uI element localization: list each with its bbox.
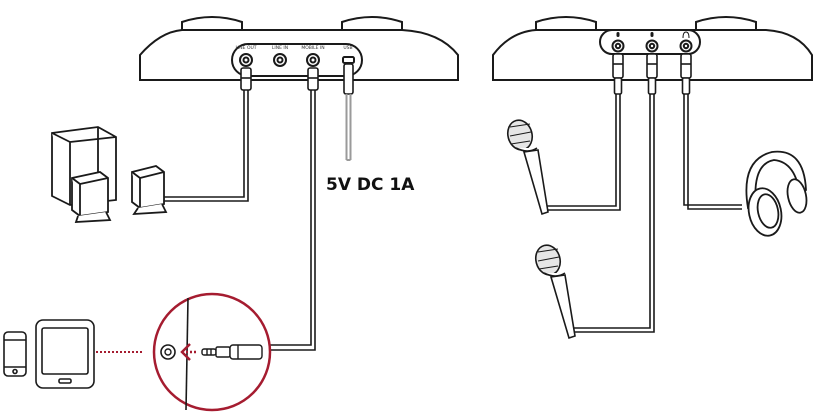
right-cables <box>546 94 742 333</box>
line-out-cable <box>160 90 245 198</box>
line-out-plug <box>240 67 252 91</box>
usb-plug <box>343 63 354 95</box>
left-device-plugs <box>240 63 354 95</box>
right-device-plugs <box>612 53 692 95</box>
right-knob-2 <box>695 16 757 31</box>
mic1-port-icon <box>616 32 620 37</box>
headphone-jack-zoom <box>152 292 272 412</box>
mic2-port-icon <box>650 32 654 37</box>
headphone-cable <box>683 94 742 206</box>
power-cable <box>345 94 352 161</box>
microphone-1-icon <box>506 119 549 216</box>
mic1-plug <box>612 53 624 79</box>
power-spec-label: 5V DC 1A <box>326 175 415 195</box>
usb-port <box>342 56 355 64</box>
mobile-in-cable <box>262 90 312 346</box>
port-label-line-in: LINE IN <box>272 45 288 51</box>
mobile-in-plug <box>307 67 319 91</box>
audio-plug-icon <box>201 344 263 360</box>
speaker-set-icon <box>51 126 168 223</box>
insert-arrow-icon <box>180 343 196 361</box>
mic1-cable <box>546 94 617 207</box>
headphone-port-icon <box>682 31 690 39</box>
mic2-plug <box>646 53 658 79</box>
port-label-usb: USB <box>343 45 352 51</box>
tablet-icon <box>35 319 95 389</box>
left-knob-1 <box>181 16 243 31</box>
left-knob-2 <box>341 16 403 31</box>
mic2-cable <box>574 94 651 329</box>
left-cables <box>160 90 316 351</box>
port-label-line-out: LINE OUT <box>235 45 256 51</box>
port-label-mobile-in: MOBILE IN <box>301 45 324 51</box>
microphone-2-icon <box>534 244 576 340</box>
smartphone-icon <box>3 331 27 377</box>
left-mixer-device <box>139 16 459 81</box>
headphone-plug <box>680 53 692 79</box>
right-port-icons <box>616 31 690 39</box>
headphones-icon <box>745 150 808 237</box>
left-port-panel <box>231 43 363 77</box>
right-knob-1 <box>535 16 597 31</box>
